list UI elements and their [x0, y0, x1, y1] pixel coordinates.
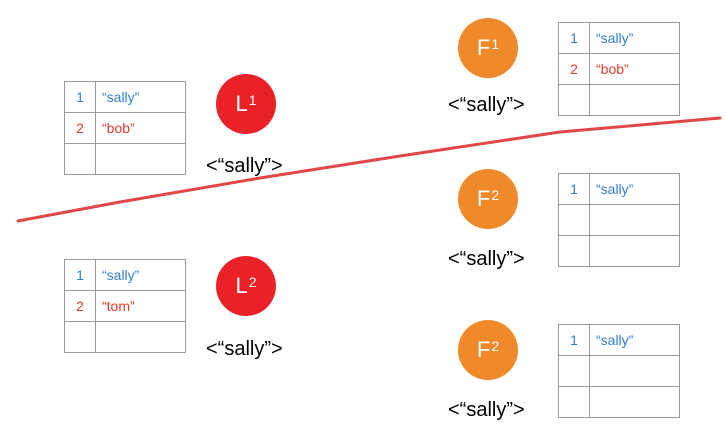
log-value: “sally”	[589, 22, 680, 54]
log-value	[95, 321, 186, 353]
log-value: “sally”	[589, 173, 680, 205]
follower-f2b-vote: <“sally”>	[448, 399, 525, 421]
follower-f1-vote: <“sally”>	[448, 94, 525, 116]
node-letter: F	[476, 337, 491, 362]
log-value	[589, 204, 680, 236]
log-row	[558, 355, 680, 387]
log-index: 2	[64, 112, 96, 144]
log-row	[558, 204, 680, 236]
log-row	[558, 386, 680, 418]
node-term: 2	[491, 338, 500, 354]
log-value	[589, 84, 680, 116]
log-row: 1 “sally”	[558, 173, 680, 205]
node-letter: F	[476, 35, 491, 60]
log-index: 1	[558, 324, 590, 356]
log-row: 2 “bob”	[558, 53, 680, 85]
follower-f2a-log: 1 “sally”	[558, 173, 680, 267]
log-value: “bob”	[95, 112, 186, 144]
log-index	[558, 204, 590, 236]
leader-l1-log: 1 “sally” 2 “bob”	[64, 81, 186, 175]
partition-stroke	[16, 116, 722, 223]
log-index: 2	[64, 290, 96, 322]
log-index: 1	[64, 81, 96, 113]
log-row	[558, 235, 680, 267]
node-term: 1	[248, 92, 257, 108]
follower-f2a-vote: <“sally”>	[448, 248, 525, 270]
log-value	[589, 386, 680, 418]
log-value	[589, 355, 680, 387]
leader-l2-vote: <“sally”>	[206, 338, 283, 360]
leader-l1-vote: <“sally”>	[206, 155, 283, 177]
node-term: 1	[491, 36, 500, 52]
follower-f2b-log: 1 “sally”	[558, 324, 680, 418]
log-index	[558, 84, 590, 116]
log-index	[558, 386, 590, 418]
log-value	[95, 143, 186, 175]
log-index: 1	[558, 173, 590, 205]
log-value: “tom”	[95, 290, 186, 322]
log-index	[558, 235, 590, 267]
log-index	[64, 143, 96, 175]
log-row: 1 “sally”	[558, 22, 680, 54]
log-value: “sally”	[95, 81, 186, 113]
log-row: 1 “sally”	[64, 81, 186, 113]
leader-l2-log: 1 “sally” 2 “tom”	[64, 259, 186, 353]
node-letter: L	[235, 273, 248, 298]
node-term: 2	[491, 187, 500, 203]
node-letter: L	[235, 91, 248, 116]
node-letter: F	[476, 186, 491, 211]
log-index	[558, 355, 590, 387]
log-value: “bob”	[589, 53, 680, 85]
follower-f1-log: 1 “sally” 2 “bob”	[558, 22, 680, 116]
log-index: 1	[558, 22, 590, 54]
log-row: 1 “sally”	[64, 259, 186, 291]
node-term: 2	[248, 274, 257, 290]
log-value: “sally”	[589, 324, 680, 356]
log-row: 1 “sally”	[558, 324, 680, 356]
log-row: 2 “tom”	[64, 290, 186, 322]
log-row	[558, 84, 680, 116]
log-row: 2 “bob”	[64, 112, 186, 144]
log-index: 1	[64, 259, 96, 291]
log-index	[64, 321, 96, 353]
log-value	[589, 235, 680, 267]
log-row	[64, 143, 186, 175]
log-index: 2	[558, 53, 590, 85]
log-row	[64, 321, 186, 353]
log-value: “sally”	[95, 259, 186, 291]
